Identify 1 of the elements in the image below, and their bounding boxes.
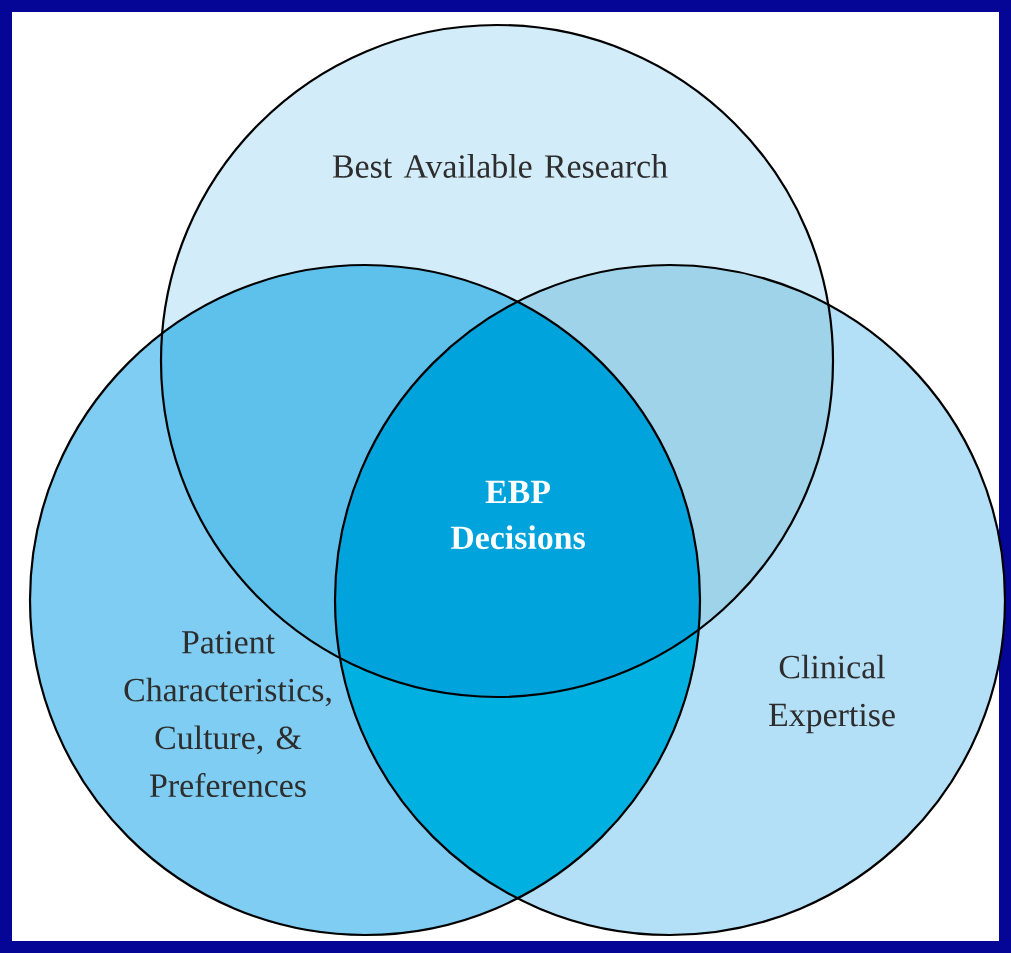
center-label: EBP Decisions bbox=[450, 480, 585, 550]
